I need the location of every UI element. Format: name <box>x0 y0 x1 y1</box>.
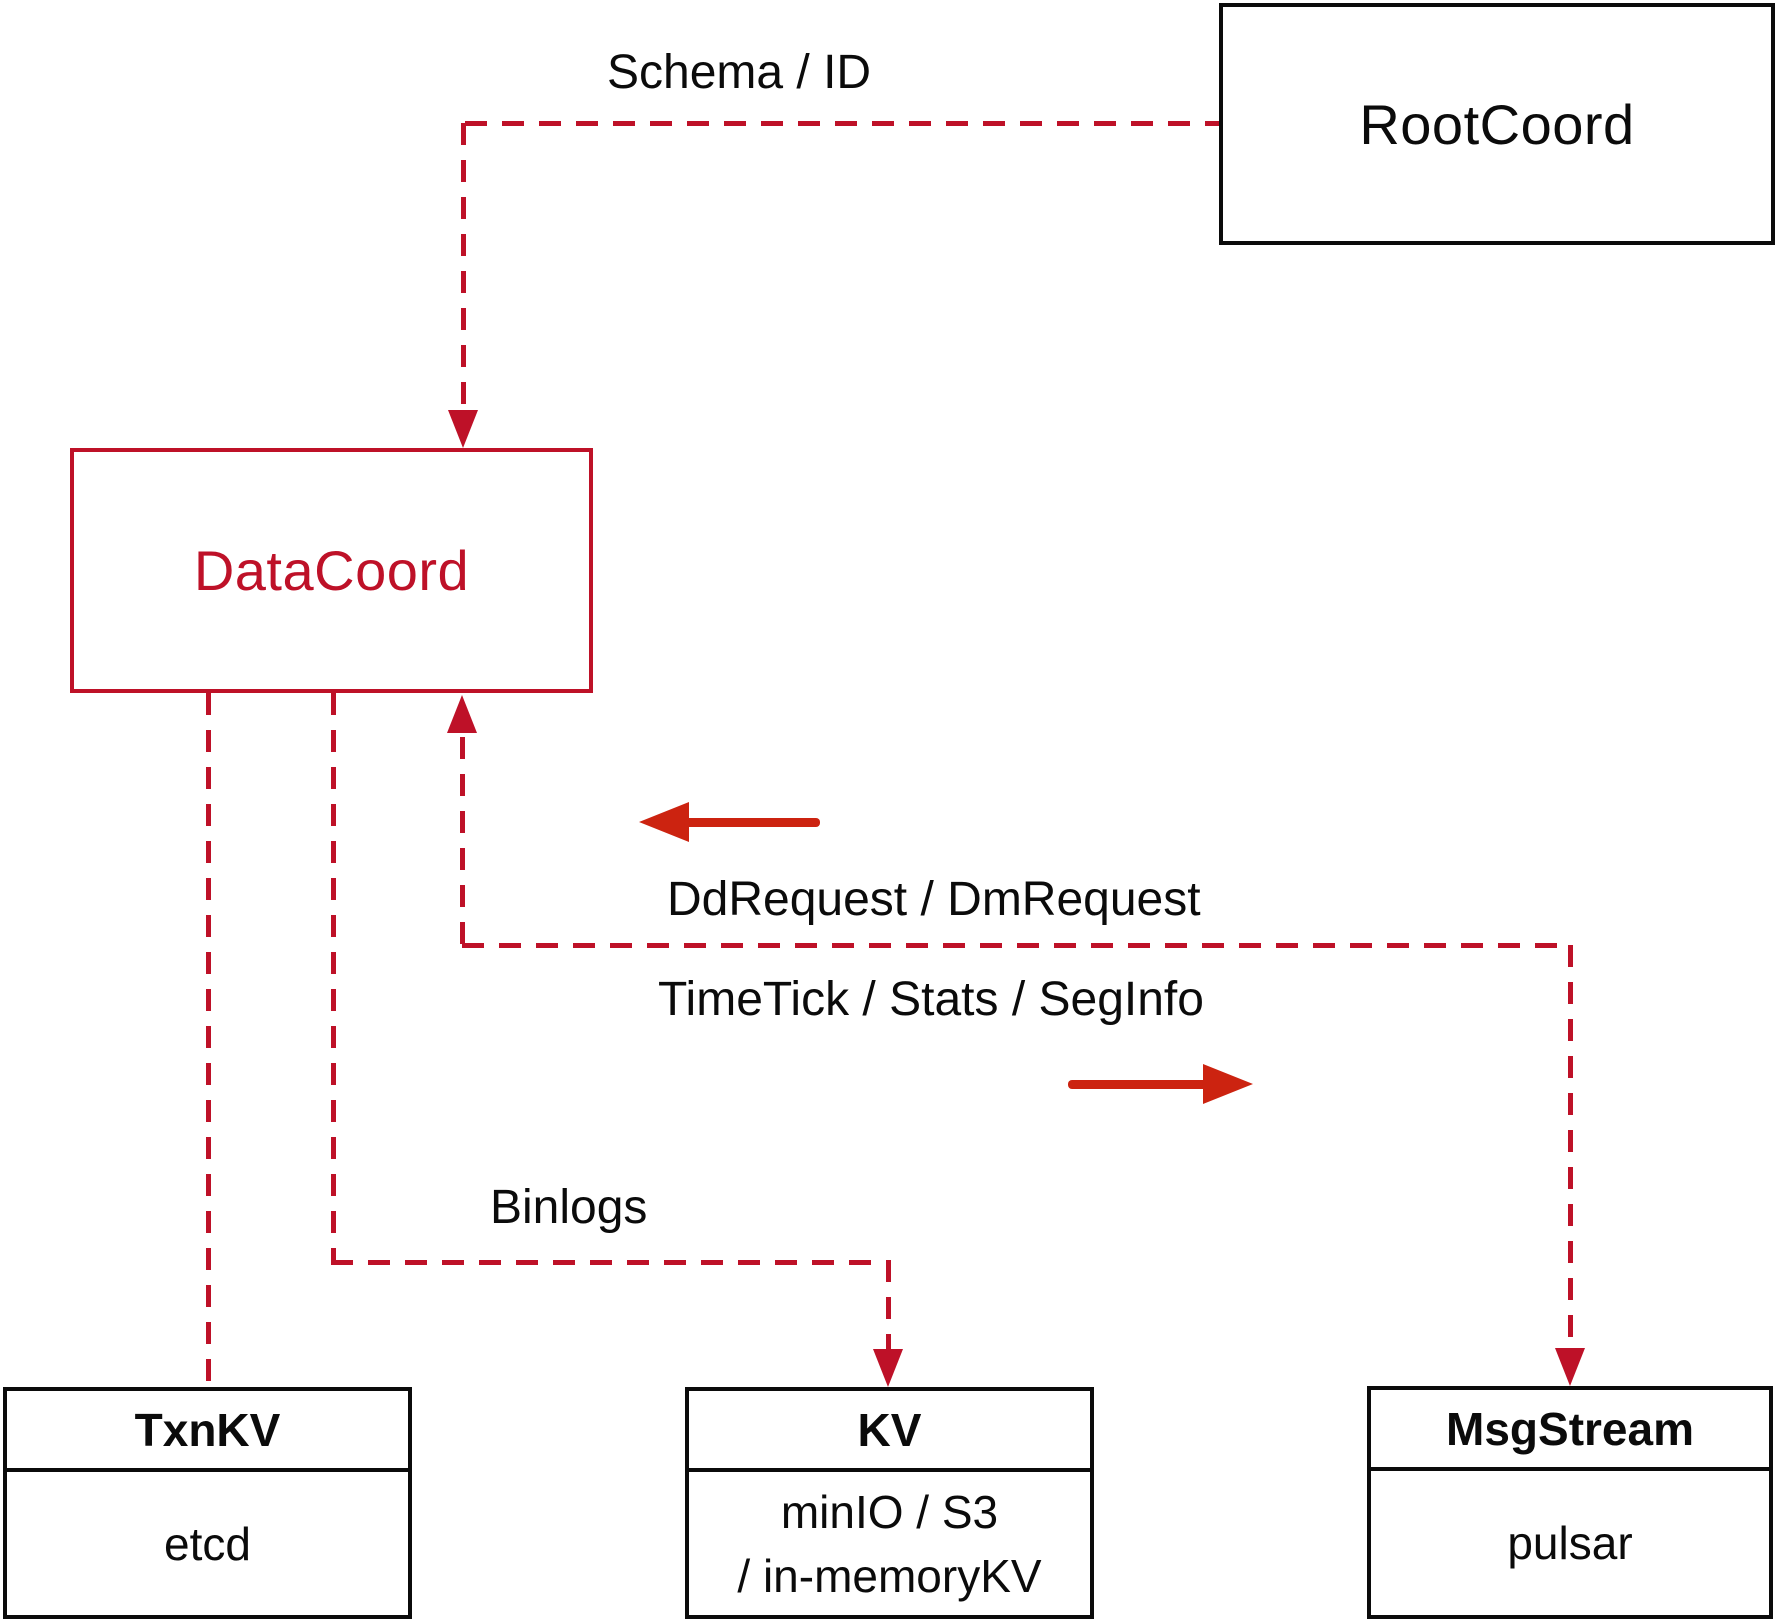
edge-label-ddrequest: DdRequest / DmRequest <box>667 873 1201 926</box>
node-rootcoord-title: RootCoord <box>1359 92 1635 156</box>
edge-label-timetick: TimeTick / Stats / SegInfo <box>658 973 1204 1026</box>
edge-msgstream-vertical-line <box>1568 945 1573 1348</box>
node-kv-subtitle: minIO / S3 / in-memoryKV <box>689 1472 1090 1615</box>
node-datacoord: DataCoord <box>70 448 593 693</box>
node-kv-title: KV <box>689 1391 1090 1472</box>
arrowhead-into-datacoord-bottom <box>447 695 477 733</box>
left-arrow-shaft <box>684 818 820 827</box>
node-txnkv-subtitle: etcd <box>164 1517 251 1570</box>
edge-datacoord-txnkv-line <box>206 693 211 1387</box>
edge-label-schema-id: Schema / ID <box>607 46 872 99</box>
edge-label-binlogs: Binlogs <box>490 1181 648 1234</box>
edge-binlogs-vertical-line-2 <box>886 1260 891 1349</box>
arrowhead-into-datacoord-top <box>448 410 478 448</box>
arrowhead-into-kv-top <box>873 1349 903 1387</box>
edge-ddrequest-vertical-line <box>460 737 465 945</box>
edge-schema-id-horizontal-line <box>465 121 1219 126</box>
right-arrow-shaft <box>1068 1080 1208 1089</box>
edge-binlogs-horizontal-line <box>331 1260 888 1265</box>
node-msgstream-subtitle: pulsar <box>1507 1517 1633 1569</box>
arrowhead-into-msgstream-top <box>1555 1348 1585 1386</box>
node-kv-subtitle-line-1: minIO / S3 <box>780 1485 999 1538</box>
right-arrowhead-icon <box>1203 1064 1253 1104</box>
node-rootcoord: RootCoord <box>1219 3 1775 245</box>
node-msgstream: MsgStream pulsar <box>1367 1386 1773 1619</box>
node-txnkv-title: TxnKV <box>7 1391 408 1472</box>
node-txnkv: TxnKV etcd <box>3 1387 412 1619</box>
node-datacoord-title: DataCoord <box>193 539 470 602</box>
left-arrowhead-icon <box>639 802 689 842</box>
node-kv: KV minIO / S3 / in-memoryKV <box>685 1387 1094 1619</box>
edge-binlogs-vertical-line-1 <box>331 693 336 1262</box>
edge-schema-id-vertical-line <box>461 123 466 411</box>
node-msgstream-title: MsgStream <box>1371 1390 1769 1471</box>
node-kv-subtitle-line-2: / in-memoryKV <box>737 1549 1042 1602</box>
edge-ddrequest-horizontal-line <box>462 943 1570 948</box>
